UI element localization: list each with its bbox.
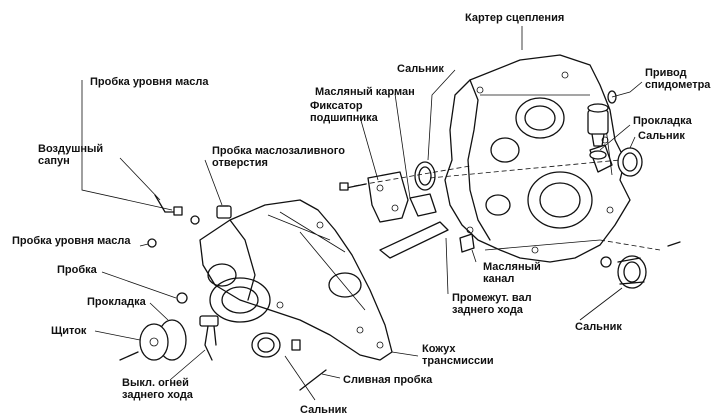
label-clutch-housing: Картер сцепления <box>465 12 565 24</box>
label-drain-plug: Сливная пробка <box>343 374 433 386</box>
label-oil-level-plug-top: Пробка уровня масла <box>90 76 209 88</box>
oil-seal-top-drawing <box>414 161 436 191</box>
transmission-case-drawing <box>199 199 393 361</box>
drain-plug-drawing <box>299 369 327 391</box>
label-shield: Щиток <box>51 325 87 337</box>
speedometer-drive-drawing <box>587 90 617 147</box>
oil-seal-bottom-drawing <box>251 332 281 358</box>
oil-pocket-drawing <box>409 193 437 217</box>
left-bolt-drawing <box>119 351 139 361</box>
oil-seal-right-drawing <box>617 147 643 177</box>
shield-drawing <box>139 323 169 361</box>
label-oil-seal-right: Сальник <box>638 130 685 142</box>
reverse-light-switch-drawing <box>199 315 219 361</box>
label-oil-seal-top: Сальник <box>397 63 444 75</box>
label-oil-level-plug-left: Пробка уровня масла <box>12 235 131 247</box>
label-oil-seal-right-low: Сальник <box>575 321 622 333</box>
label-filler-plug: Пробка маслозаливного отверстия <box>212 145 345 169</box>
oil-level-plug-left-drawing <box>147 238 157 248</box>
label-reverse-idler-shaft: Промежут. вал заднего хода <box>452 292 532 316</box>
gasket-right-drawing <box>589 150 607 160</box>
small-seal-drawing <box>600 256 612 268</box>
label-bearing-retainer: Фиксатор подшипника <box>310 100 378 124</box>
breather-drawing <box>154 194 183 216</box>
right-seal-assembly-drawing <box>617 255 647 289</box>
label-gasket-right: Прокладка <box>633 115 692 127</box>
oil-channel-drawing <box>379 221 449 259</box>
label-plug: Пробка <box>57 264 97 276</box>
label-speedometer-drive: Привод спидометра <box>645 67 711 91</box>
label-transmission-case: Кожух трансмиссии <box>422 343 494 367</box>
right-bolt-drawing <box>667 241 681 247</box>
label-breather: Воздушный сапун <box>38 143 104 167</box>
label-oil-pocket: Масляный карман <box>315 86 415 98</box>
label-oil-seal-bottom: Сальник <box>300 404 347 416</box>
label-gasket-left: Прокладка <box>87 296 146 308</box>
plug-drawing <box>176 292 188 304</box>
filler-plug-drawing <box>216 205 232 219</box>
small-plug-drawing <box>291 339 301 351</box>
reverse-idler-shaft-drawing <box>459 233 475 253</box>
label-reverse-light-switch: Выкл. огней заднего хода <box>122 377 193 401</box>
bearing-retainer-drawing <box>339 171 409 223</box>
label-oil-channel: Масляный канал <box>483 261 541 285</box>
leader-lines <box>81 26 643 401</box>
oil-level-plug-top-drawing <box>190 215 200 225</box>
